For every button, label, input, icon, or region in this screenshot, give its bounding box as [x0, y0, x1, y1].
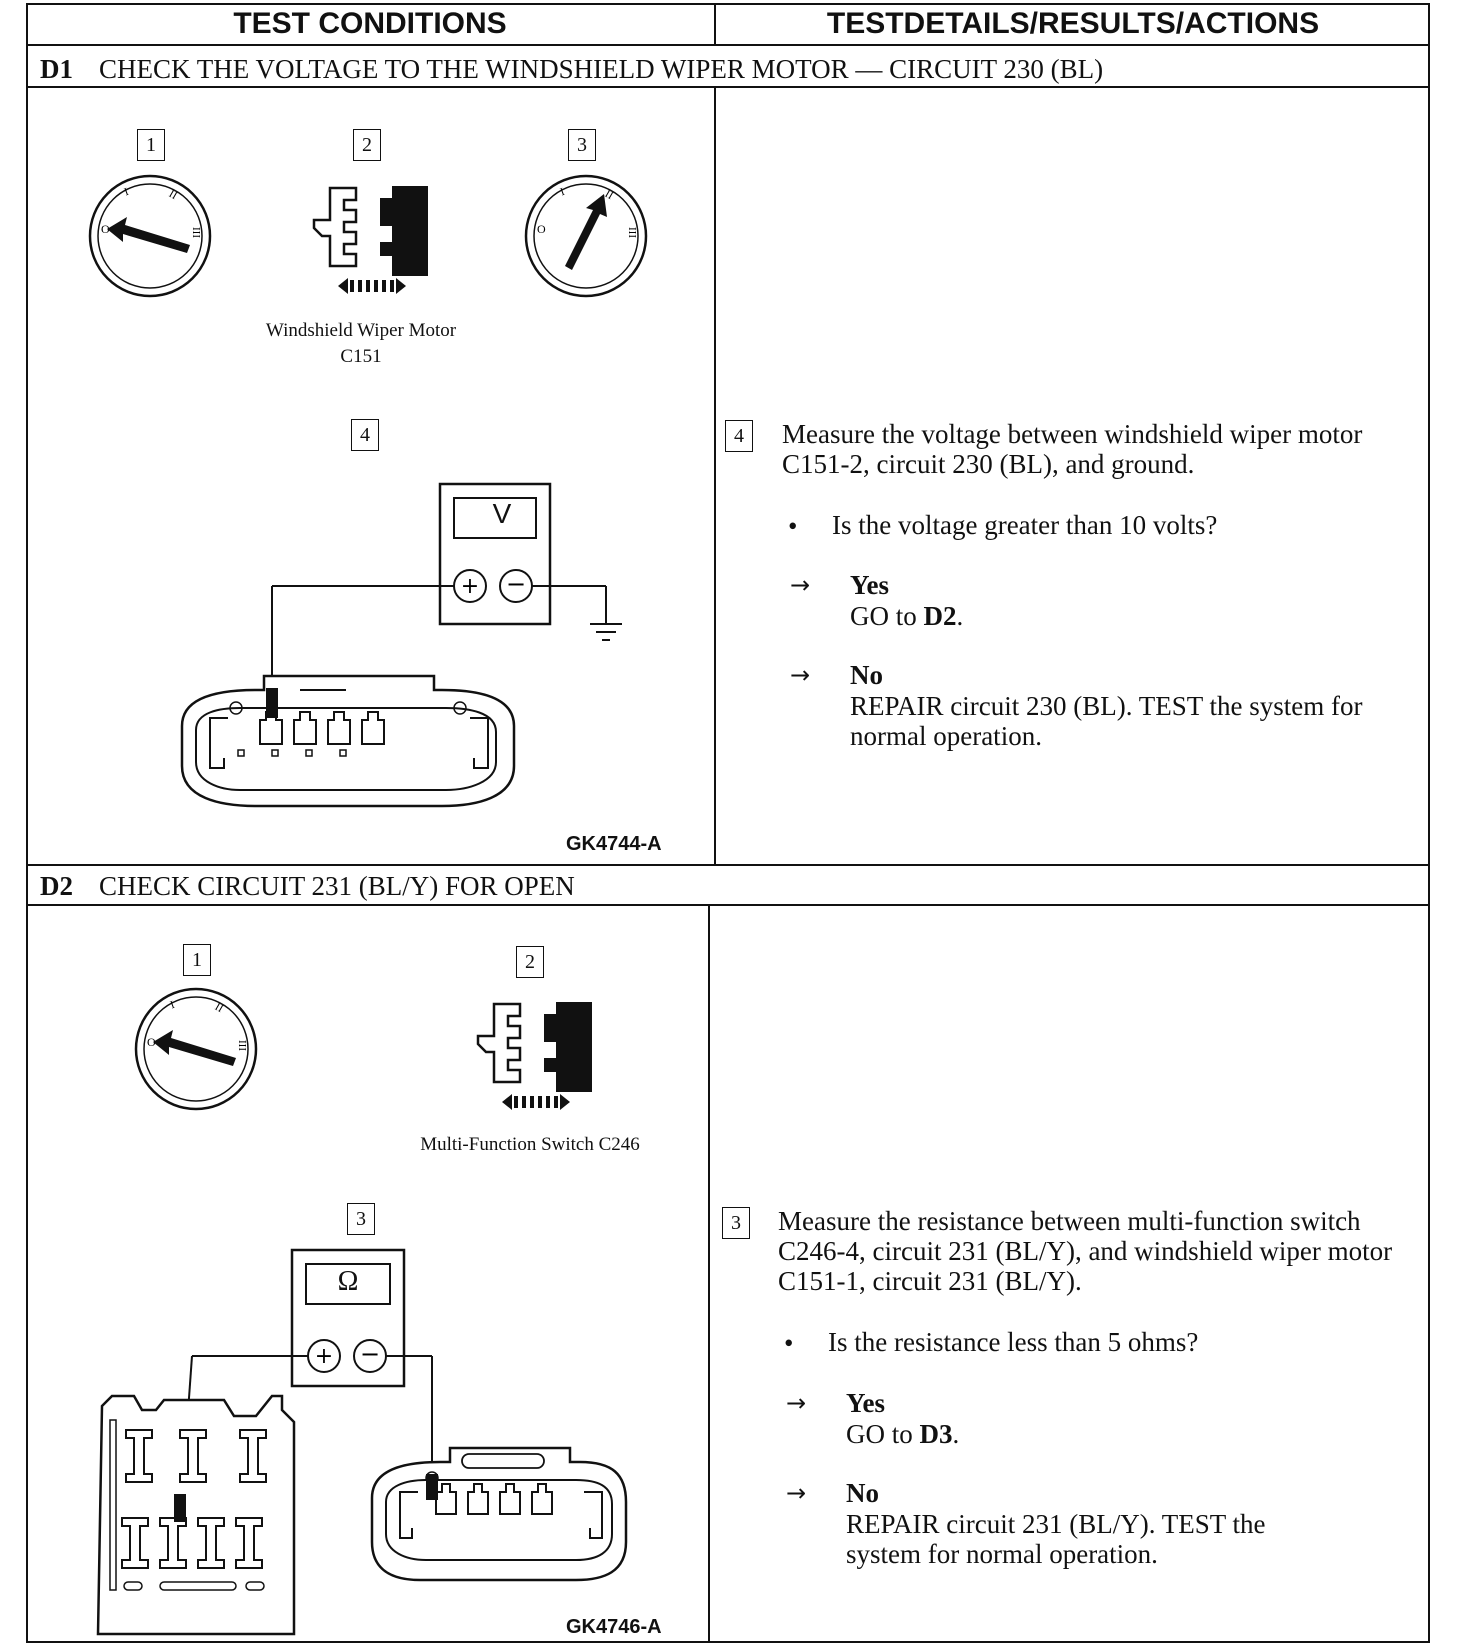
- d1-question-bullet: •: [788, 511, 798, 541]
- svg-text:−: −: [506, 570, 526, 598]
- d1-no-action: REPAIR circuit 230 (BL). TEST the system…: [850, 691, 1363, 751]
- svg-text:+: +: [461, 574, 479, 599]
- d1-no-arrow-icon: →: [790, 661, 811, 689]
- d1-yes-action-link[interactable]: D2: [923, 601, 957, 631]
- d1-title-divider: [26, 86, 1430, 88]
- d2-connector-disconnect-icon: [476, 1002, 592, 1110]
- d2-yes-label: Yes: [846, 1388, 885, 1418]
- d2-step-3-box: 3: [347, 1203, 375, 1235]
- svg-text:I: I: [169, 999, 177, 1012]
- header-divider: [26, 44, 1430, 46]
- d1-yes-action: GO to D2.: [850, 601, 963, 631]
- d1-connector-disconnect-icon: [312, 186, 428, 294]
- d1-figure-id: GK4744-A: [566, 833, 662, 855]
- svg-text:I: I: [123, 186, 131, 199]
- svg-text:II: II: [167, 188, 180, 202]
- d2-title-divider: [26, 904, 1430, 906]
- svg-text:II: II: [213, 1001, 226, 1015]
- d1-ignition-switch-off-icon: O I II III: [88, 174, 212, 298]
- d2-yes-action: GO to D3.: [846, 1419, 959, 1449]
- svg-text:I: I: [559, 186, 567, 199]
- d1-yes-action-end: .: [956, 601, 964, 631]
- d2-section-title: D2 CHECK CIRCUIT 231 (BL/Y) FOR OPEN: [40, 869, 575, 903]
- header-test-conditions: TEST CONDITIONS: [233, 7, 507, 40]
- d1-step-2-box: 2: [353, 129, 381, 161]
- d1-step-4-box: 4: [351, 419, 379, 451]
- d1-yes-label: Yes: [850, 570, 889, 600]
- svg-text:+: +: [315, 1344, 333, 1369]
- d2-id: D2: [40, 871, 73, 901]
- d2-no-label: No: [846, 1478, 879, 1508]
- svg-text:III: III: [626, 227, 638, 238]
- d1-d2-divider: [26, 864, 1430, 866]
- d1-step-3-box: 3: [568, 129, 596, 161]
- svg-text:III: III: [190, 227, 202, 238]
- svg-text:O: O: [147, 1035, 156, 1049]
- d1-voltmeter-diagram: + −: [180, 482, 622, 808]
- d2-ohmmeter-label: Ω: [337, 1266, 359, 1297]
- svg-text:O: O: [101, 222, 110, 236]
- d2-yes-action-link[interactable]: D3: [919, 1419, 953, 1449]
- d1-instruction: Measure the voltage between windshield w…: [782, 419, 1363, 479]
- d2-step-1-box: 1: [183, 944, 211, 976]
- d2-instruction: Measure the resistance between multi-fun…: [778, 1206, 1393, 1296]
- header-test-details: TESTDETAILS/RESULTS/ACTIONS: [826, 7, 1320, 40]
- svg-text:O: O: [537, 222, 546, 236]
- d1-yes-arrow-icon: →: [790, 571, 811, 599]
- d2-question-bullet: •: [784, 1328, 794, 1358]
- d1-question: Is the voltage greater than 10 volts?: [832, 510, 1218, 540]
- d2-step-2-box: 2: [516, 946, 544, 978]
- d1-voltmeter-label: V: [492, 498, 512, 529]
- svg-text:−: −: [360, 1340, 380, 1368]
- d2-yes-action-text: GO to: [846, 1419, 920, 1449]
- d1-column-divider: [714, 86, 716, 864]
- d1-connector-caption: Windshield Wiper Motor C151: [236, 318, 486, 370]
- table-frame: [26, 3, 1430, 1643]
- d1-no-label: No: [850, 660, 883, 690]
- d1-detail-step-box: 4: [725, 420, 753, 452]
- d2-column-divider: [708, 904, 710, 1642]
- d2-question: Is the resistance less than 5 ohms?: [828, 1327, 1199, 1357]
- header-column-divider: [714, 3, 716, 44]
- d1-title-text: CHECK THE VOLTAGE TO THE WINDSHIELD WIPE…: [99, 54, 1104, 84]
- d1-id: D1: [40, 54, 73, 84]
- d2-yes-arrow-icon: →: [786, 1389, 807, 1417]
- d1-section-title: D1 CHECK THE VOLTAGE TO THE WINDSHIELD WI…: [40, 52, 1103, 86]
- d1-ignition-switch-run-icon: O I II III: [524, 174, 648, 298]
- d2-yes-action-end: .: [952, 1419, 960, 1449]
- d2-no-arrow-icon: →: [786, 1479, 807, 1507]
- d2-detail-step-box: 3: [722, 1207, 750, 1239]
- d1-step-1-box: 1: [137, 129, 165, 161]
- d2-ignition-switch-off-icon: O I II III: [134, 987, 258, 1111]
- d1-yes-action-text: GO to: [850, 601, 924, 631]
- svg-text:III: III: [236, 1040, 248, 1051]
- d2-title-text: CHECK CIRCUIT 231 (BL/Y) FOR OPEN: [99, 871, 575, 901]
- d2-connector-caption: Multi-Function Switch C246: [420, 1134, 640, 1155]
- d1-connector-caption-line2: C151: [340, 346, 382, 367]
- d2-ohmmeter-diagram: + −: [96, 1248, 628, 1636]
- d2-no-action: REPAIR circuit 231 (BL/Y). TEST the syst…: [846, 1509, 1266, 1569]
- d1-connector-caption-line1: Windshield Wiper Motor: [265, 320, 457, 341]
- d2-figure-id: GK4746-A: [566, 1616, 662, 1638]
